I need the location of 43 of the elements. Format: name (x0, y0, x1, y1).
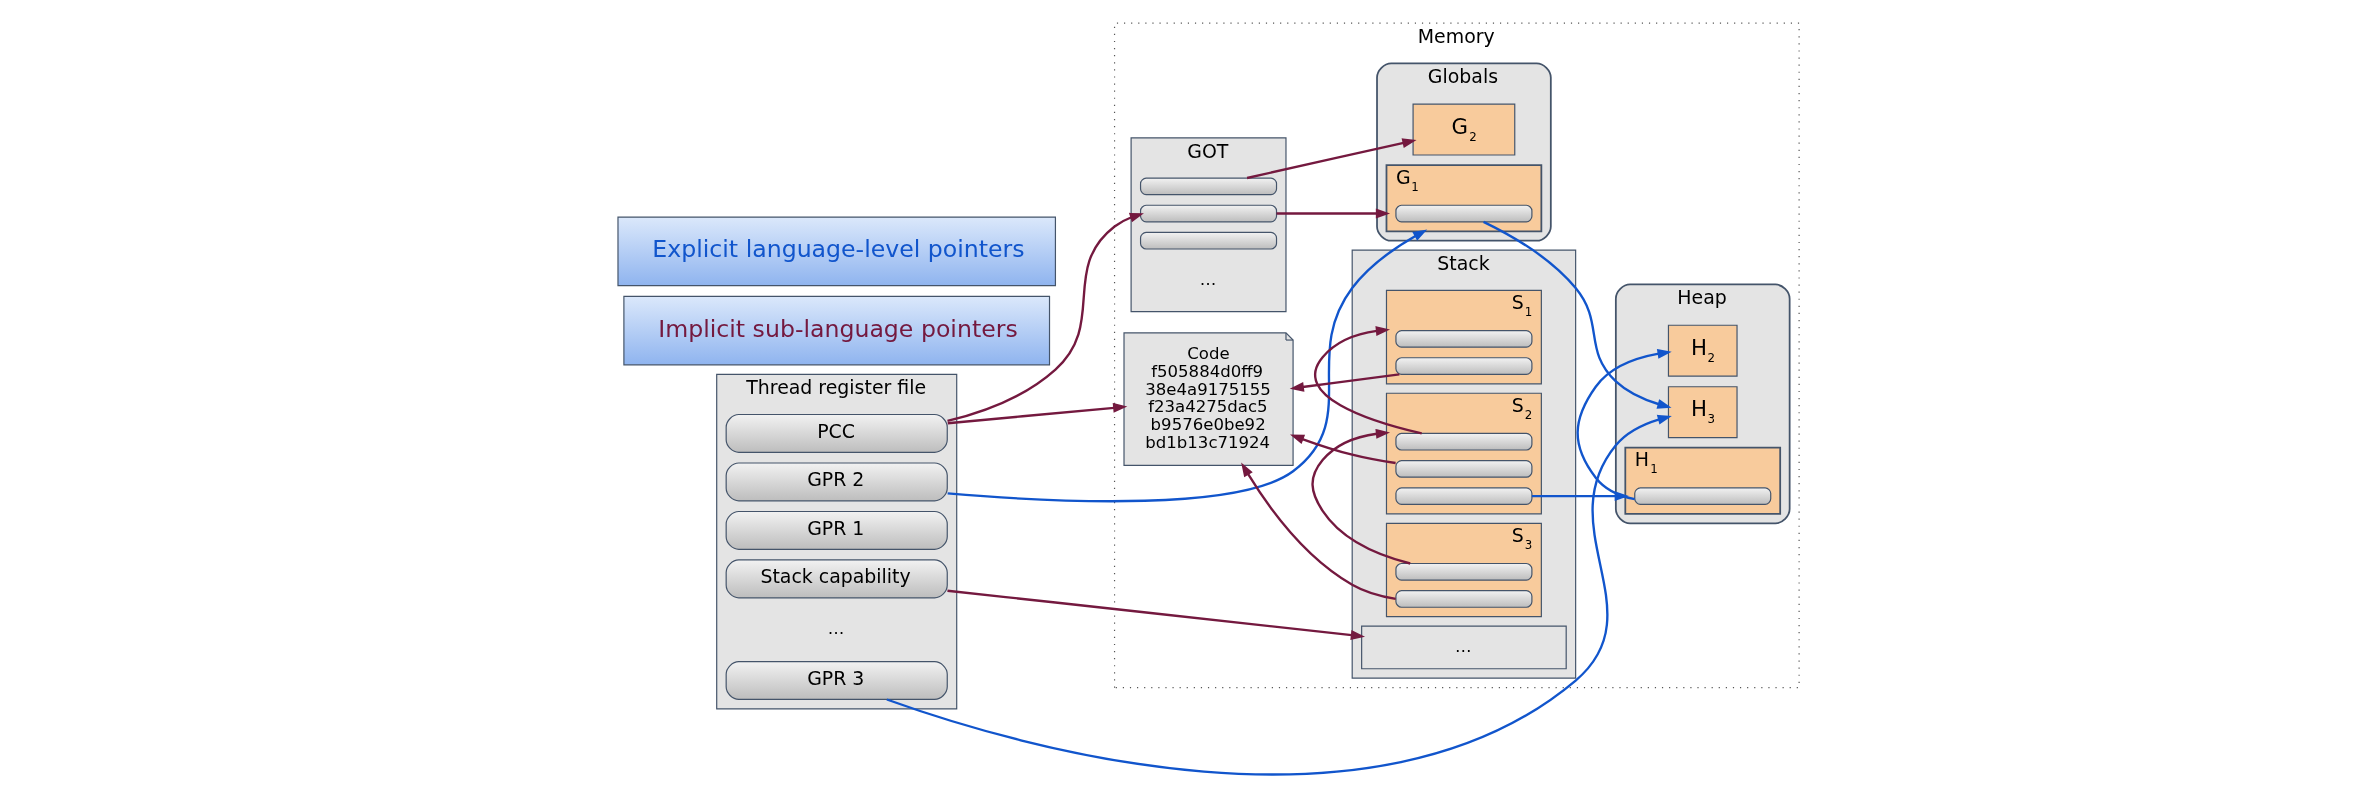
arrow (947, 229, 1428, 502)
arrow (947, 212, 1144, 422)
arrow (1289, 372, 1400, 392)
node-bar (1395, 486, 1533, 505)
cluster: G$_{1}$ (1385, 163, 1543, 232)
arrow (1311, 428, 1411, 565)
node-bar (1395, 204, 1533, 222)
node-text: … (1199, 269, 1217, 289)
arrow (1241, 462, 1396, 600)
node-box: … (1361, 625, 1567, 669)
node-bar (1139, 231, 1278, 250)
node-bar (1395, 562, 1533, 581)
arrow (947, 402, 1128, 424)
node-bar (1139, 177, 1278, 195)
node-bar (1395, 329, 1533, 348)
arrow (1483, 220, 1672, 409)
node-box: H$_{3}$ (1667, 385, 1738, 438)
node-bar (1634, 486, 1772, 505)
node-bar (1395, 589, 1533, 608)
node-box: Stack capability (725, 558, 948, 598)
node-box: H$_{2}$ (1667, 324, 1738, 377)
cluster: S$_{1}$ (1385, 289, 1542, 384)
node-bar (1139, 204, 1278, 222)
node-bar (1395, 459, 1533, 478)
arrow (947, 589, 1365, 640)
node-text: … (827, 618, 845, 638)
node-box: GPR 3 (725, 660, 948, 700)
node-box: G$_{2}$ (1412, 103, 1516, 156)
node-bar (1395, 432, 1533, 451)
node-box: PCC (725, 413, 948, 453)
arrow (1290, 433, 1396, 464)
arrow (1276, 208, 1391, 218)
node-box: GPR 1 (725, 510, 948, 550)
node-box: GPR 2 (725, 461, 948, 501)
arrow (886, 414, 1672, 775)
arrow (1246, 137, 1417, 179)
node-box: Explicit language-level pointers (617, 216, 1056, 286)
node-box: Implicit sub-language pointers (623, 295, 1051, 365)
cluster: S$_{3}$ (1385, 522, 1542, 617)
cluster: H$_{1}$ (1624, 446, 1782, 515)
arrow (1314, 325, 1422, 435)
node-bar (1395, 356, 1533, 375)
cluster: S$_{2}$ (1385, 392, 1542, 514)
